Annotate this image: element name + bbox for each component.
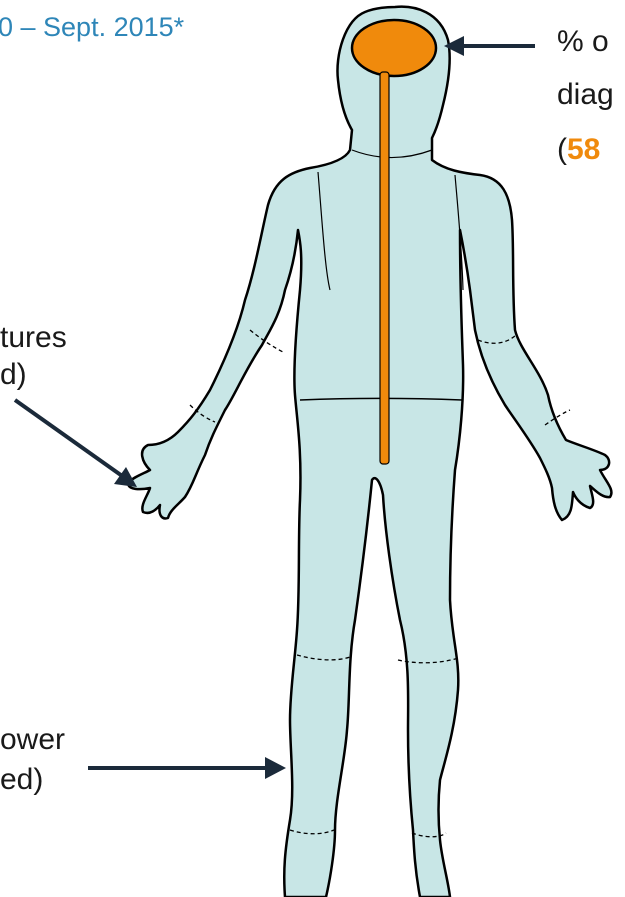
hand-arrow [15, 400, 137, 487]
head-callout-percent: 58 [567, 133, 600, 166]
head-callout-line-2: diag [557, 80, 614, 110]
leg-callout-line-2: ed) [0, 765, 43, 795]
head-callout-line-3: (58 [557, 135, 600, 165]
head-callout-line-1: % o [557, 27, 609, 57]
leg-arrow [88, 757, 286, 779]
hand-callout-line-2: d) [0, 360, 27, 390]
leg-callout-line-1: ower [0, 725, 65, 755]
brain-highlight [352, 20, 436, 76]
spinal-cord-highlight [380, 72, 389, 464]
human-body-figure [128, 7, 611, 897]
date-range-title-fragment: 0 – Sept. 2015* [0, 14, 184, 41]
head-callout-paren: ( [557, 133, 567, 166]
body-silhouette [128, 7, 611, 897]
head-arrow [444, 36, 535, 56]
hand-callout-line-1: tures [0, 323, 67, 353]
